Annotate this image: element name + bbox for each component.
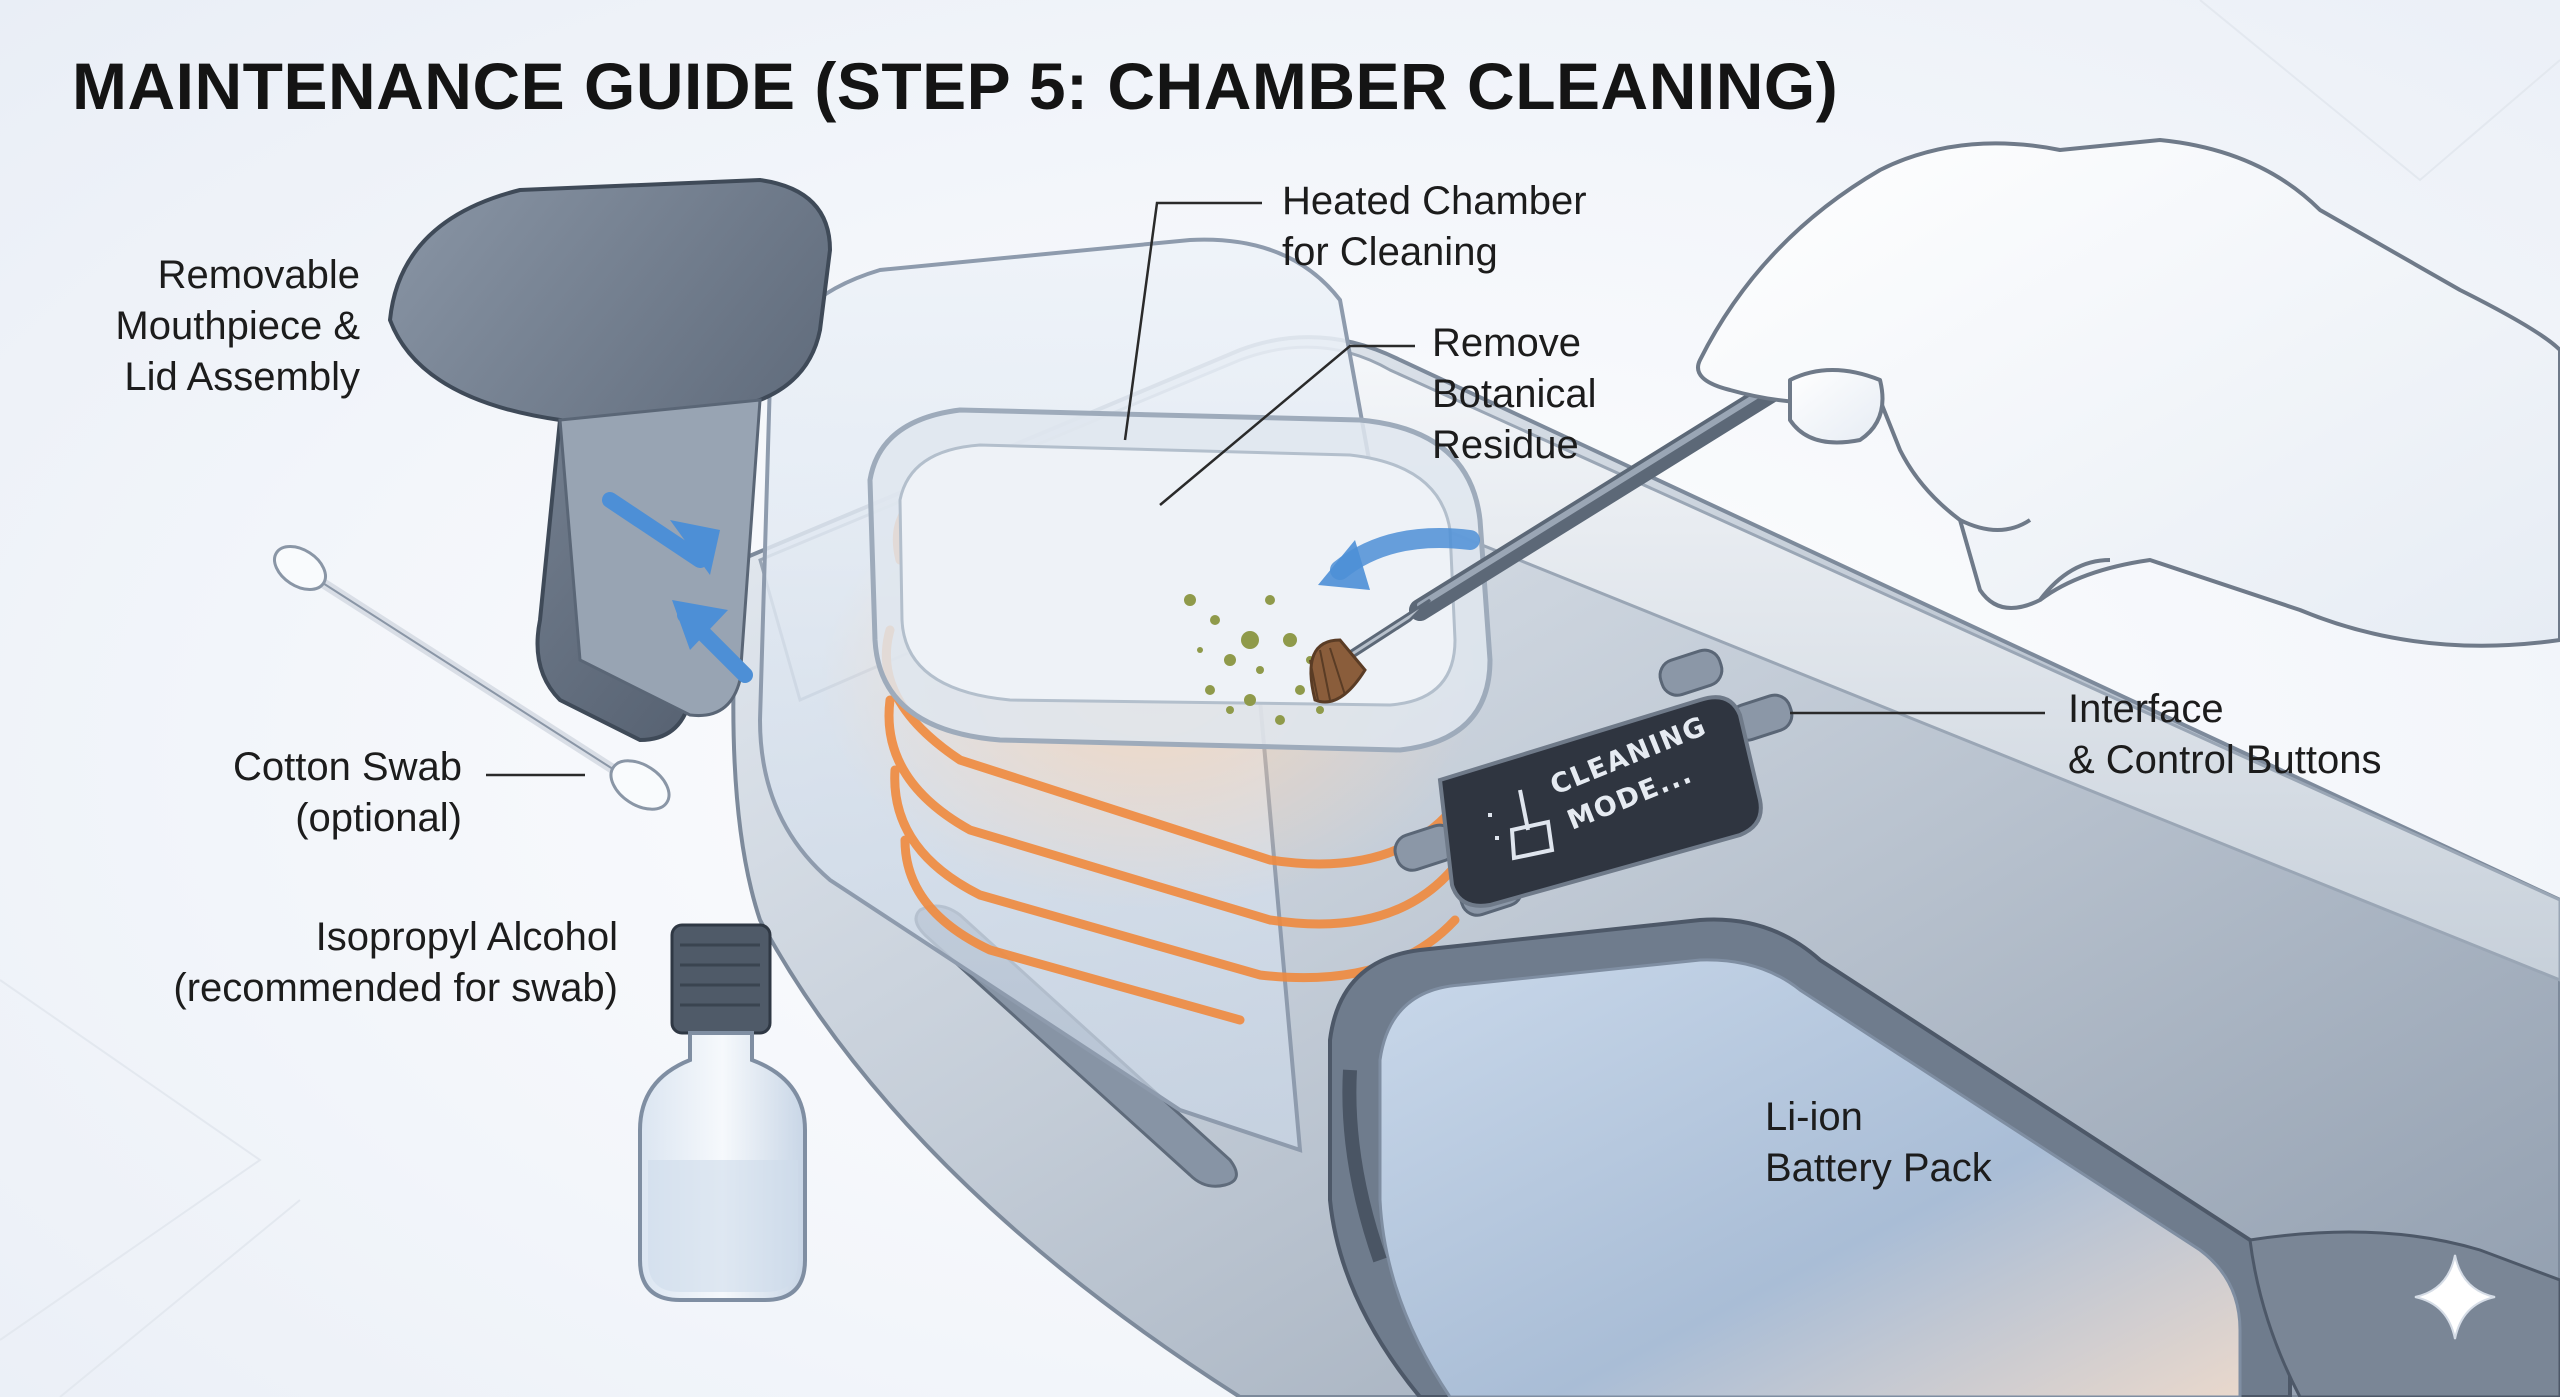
botanical-residue — [1184, 594, 1324, 725]
label-residue-line-3: Residue — [1432, 423, 1579, 467]
label-mouthpiece: Removable Mouthpiece & Lid Assembly — [115, 250, 360, 403]
cleaning-mode-screen: CLEANING MODE... — [1437, 695, 1763, 908]
leader-lines — [486, 201, 2045, 777]
label-interface-line-2: & Control Buttons — [2068, 738, 2382, 782]
label-mouthpiece-line-1: Removable — [157, 253, 360, 297]
end-cap — [2248, 1230, 2560, 1397]
hand-illustration — [1696, 138, 2560, 648]
label-residue-line-2: Botanical — [1432, 372, 1597, 416]
label-battery-line-2: Battery Pack — [1765, 1146, 1992, 1190]
label-alcohol-line-1: Isopropyl Alcohol — [315, 915, 618, 959]
label-battery: Li-ion Battery Pack — [1765, 1092, 1992, 1194]
label-interface: Interface & Control Buttons — [2068, 684, 2382, 786]
alcohol-bottle — [638, 923, 807, 1302]
page-title: MAINTENANCE GUIDE (STEP 5: CHAMBER CLEAN… — [72, 49, 1839, 123]
label-residue: Remove Botanical Residue — [1432, 318, 1597, 471]
brush-icon — [1488, 789, 1555, 861]
label-residue-line-1: Remove — [1432, 321, 1581, 365]
label-mouthpiece-line-3: Lid Assembly — [124, 355, 360, 399]
label-alcohol-line-2: (recommended for swab) — [173, 966, 618, 1010]
label-chamber: Heated Chamber for Cleaning — [1282, 176, 1587, 278]
mouthpiece-lid — [387, 177, 833, 743]
label-battery-line-1: Li-ion — [1765, 1095, 1863, 1139]
label-swab-line-1: Cotton Swab — [232, 745, 462, 789]
label-chamber-line-2: for Cleaning — [1282, 230, 1498, 274]
label-swab: Cotton Swab (optional) — [233, 742, 462, 844]
label-mouthpiece-line-2: Mouthpiece & — [115, 304, 360, 348]
label-swab-line-2: (optional) — [295, 796, 462, 840]
battery-compartment — [1328, 917, 2292, 1397]
label-chamber-line-1: Heated Chamber — [1282, 179, 1587, 223]
label-interface-line-1: Interface — [2068, 687, 2224, 731]
sparkle-icon — [2414, 1254, 2496, 1340]
label-alcohol: Isopropyl Alcohol (recommended for swab) — [173, 912, 618, 1014]
cotton-swab — [273, 545, 671, 811]
